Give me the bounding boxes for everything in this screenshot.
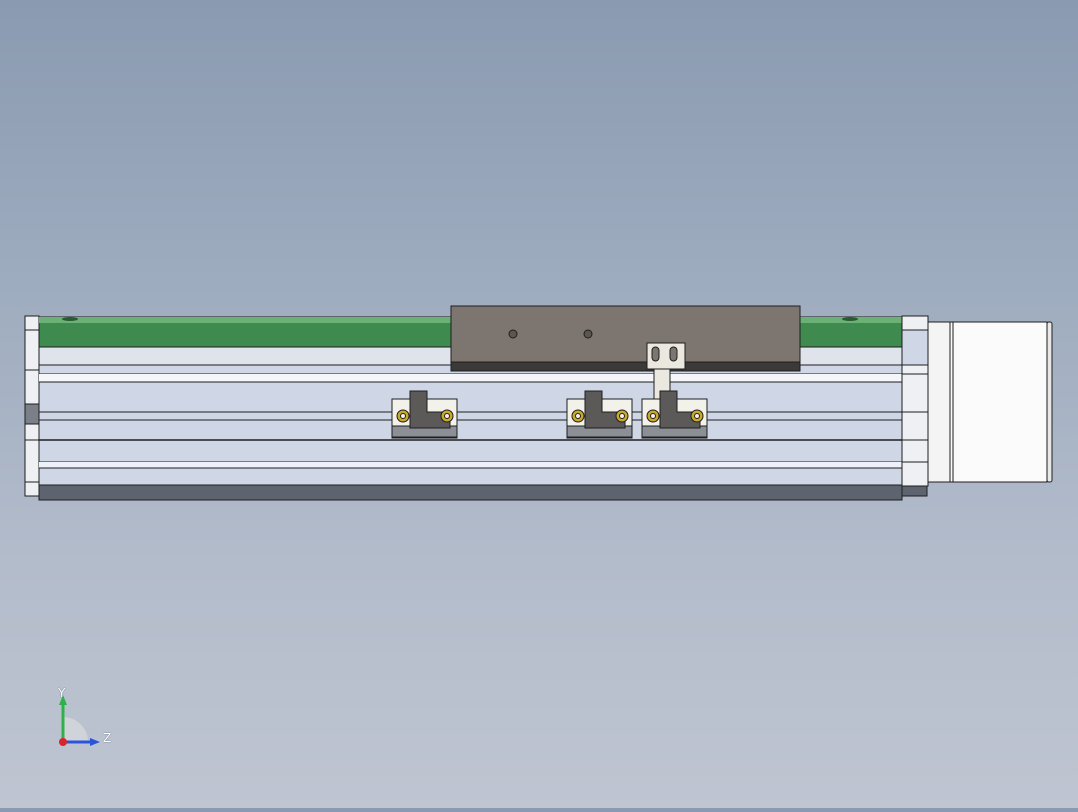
sensor-block-2[interactable] xyxy=(566,390,633,439)
carriage[interactable] xyxy=(450,305,801,372)
left-end-plate[interactable] xyxy=(24,315,40,497)
stepper-motor[interactable] xyxy=(927,321,1053,483)
sensor-block-1[interactable] xyxy=(391,390,458,439)
z-axis-arrow-icon xyxy=(90,738,100,746)
y-axis-label: Y xyxy=(58,686,66,700)
rail-profile[interactable] xyxy=(38,364,903,486)
triad-plane xyxy=(63,717,88,742)
z-axis-label: Z xyxy=(103,731,112,745)
base-plate[interactable] xyxy=(38,484,928,501)
sensor-block-3[interactable] xyxy=(641,390,708,439)
orientation-triad xyxy=(59,695,100,746)
y-axis-arrow-icon xyxy=(59,695,67,705)
right-end-plate[interactable] xyxy=(901,315,929,487)
x-axis-dot-icon xyxy=(59,738,67,746)
